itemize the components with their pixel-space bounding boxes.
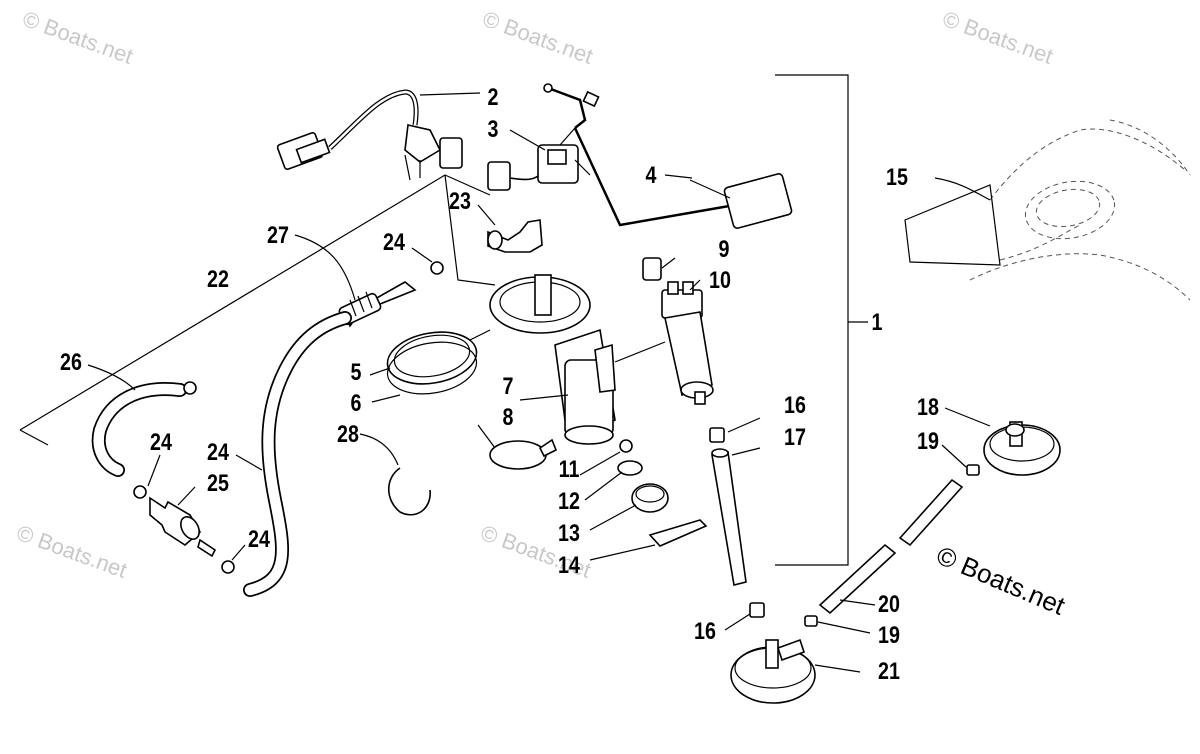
callout-label: 24	[248, 526, 270, 553]
callout-label: 19	[878, 622, 900, 649]
callout-label: 12	[558, 488, 580, 515]
part-24-clamp-top	[430, 261, 444, 275]
part-26-fuel-filter	[133, 454, 246, 574]
callout-label: 11	[558, 456, 580, 483]
callout-label: 13	[558, 520, 580, 547]
callout-label: 4	[645, 162, 657, 189]
part-15-tank-inset	[904, 119, 1191, 301]
callout-label: 17	[784, 424, 806, 451]
callout-label: 19	[917, 428, 939, 455]
callout-label: 3	[487, 116, 499, 143]
callout-label: 23	[449, 188, 471, 215]
part-23-elbow	[477, 204, 543, 253]
callout-label: 27	[267, 222, 289, 249]
part-11-14-pump-fittings	[579, 439, 708, 561]
callout-label: 16	[784, 392, 806, 419]
callout-label: 24	[150, 429, 172, 456]
part-9-10-fuel-pump	[614, 257, 714, 405]
assembly-22-lower	[19, 429, 49, 446]
assembly-bracket	[775, 74, 849, 566]
part-25-long-hose	[235, 311, 352, 597]
callout-label: 24	[207, 439, 229, 466]
part-3-connector	[487, 129, 591, 191]
callout-label: 6	[350, 390, 362, 417]
callout-label: 10	[709, 267, 731, 294]
callout-label: 25	[207, 470, 229, 497]
callout-label: 7	[502, 373, 514, 400]
part-5-6-seal-rings	[369, 331, 478, 403]
callout-label: 14	[558, 552, 580, 579]
callout-label: 8	[502, 404, 514, 431]
part-19-20-tubes	[804, 444, 980, 634]
part-21-pickup-base	[730, 638, 861, 704]
part-2-wire-harness	[276, 89, 481, 181]
callout-label: 16	[694, 618, 716, 645]
part-8-clamp	[477, 424, 558, 470]
callout-label: 22	[207, 266, 229, 293]
callout-label: 24	[383, 229, 405, 256]
part-4-wire-connector	[543, 83, 793, 229]
part-29-snap-ring	[387, 467, 431, 516]
callout-label: 9	[718, 236, 730, 263]
callout-label: 5	[350, 359, 362, 386]
callout-label: 21	[878, 658, 900, 685]
assembly-22-outline	[19, 174, 491, 431]
part-27-short-hose	[87, 364, 197, 477]
part-7-pump-module	[469, 274, 616, 445]
callout-label: 1	[871, 309, 883, 336]
callout-label: 2	[487, 84, 499, 111]
callout-label: 15	[886, 164, 908, 191]
callout-label: 26	[60, 349, 82, 376]
callout-label: 18	[917, 394, 939, 421]
assembly-22-inner	[444, 174, 496, 286]
callout-label: 20	[878, 591, 900, 618]
callout-label: 28	[337, 421, 359, 448]
part-16-17-pump-hose	[709, 417, 765, 631]
part-18-pickup-base	[944, 407, 1061, 476]
